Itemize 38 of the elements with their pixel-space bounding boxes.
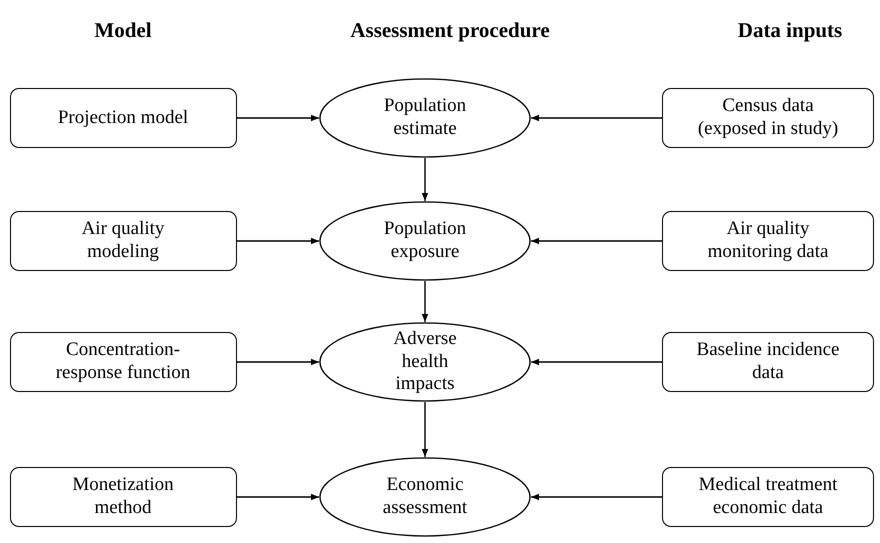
node-label: Baseline incidence data: [696, 339, 840, 385]
arrow: [531, 494, 662, 500]
node-label: Adverse health impacts: [392, 328, 458, 396]
arrow: [422, 158, 428, 201]
node-label: Air quality modeling: [80, 218, 166, 264]
input-box: [10, 332, 236, 392]
input-box: [10, 88, 236, 148]
node-label: Population exposure: [382, 218, 468, 264]
arrow: [422, 281, 428, 322]
node-label: Medical treatment economic data: [698, 474, 838, 520]
arrow: [236, 358, 319, 366]
input-box: [662, 332, 874, 392]
input-box: [10, 467, 236, 527]
arrow: [236, 238, 319, 244]
column-heading: Assessment procedure: [350, 18, 550, 43]
process-ellipse: [319, 322, 531, 402]
process-ellipse: [319, 457, 531, 537]
process-ellipse: [319, 78, 531, 158]
arrow: [236, 494, 319, 500]
column-heading: Model: [94, 18, 152, 43]
arrow: [422, 402, 428, 457]
process-ellipse: [319, 201, 531, 281]
node-label: Monetization method: [71, 474, 175, 520]
node-label: Concentration- response function: [54, 339, 192, 385]
node-label: Projection model: [58, 106, 188, 130]
node-label: Economic assessment: [382, 474, 468, 520]
arrow: [531, 114, 662, 122]
input-box: [662, 88, 874, 148]
arrow: [236, 114, 319, 122]
input-box: [10, 211, 236, 271]
node-label: Census data (exposed in study): [696, 95, 840, 141]
node-label: Air quality monitoring data: [706, 218, 830, 264]
input-box: [662, 467, 874, 527]
input-box: [662, 211, 874, 271]
column-heading: Data inputs: [738, 18, 842, 43]
arrow: [531, 238, 662, 244]
arrow: [531, 358, 662, 366]
node-label: Population estimate: [382, 95, 468, 141]
